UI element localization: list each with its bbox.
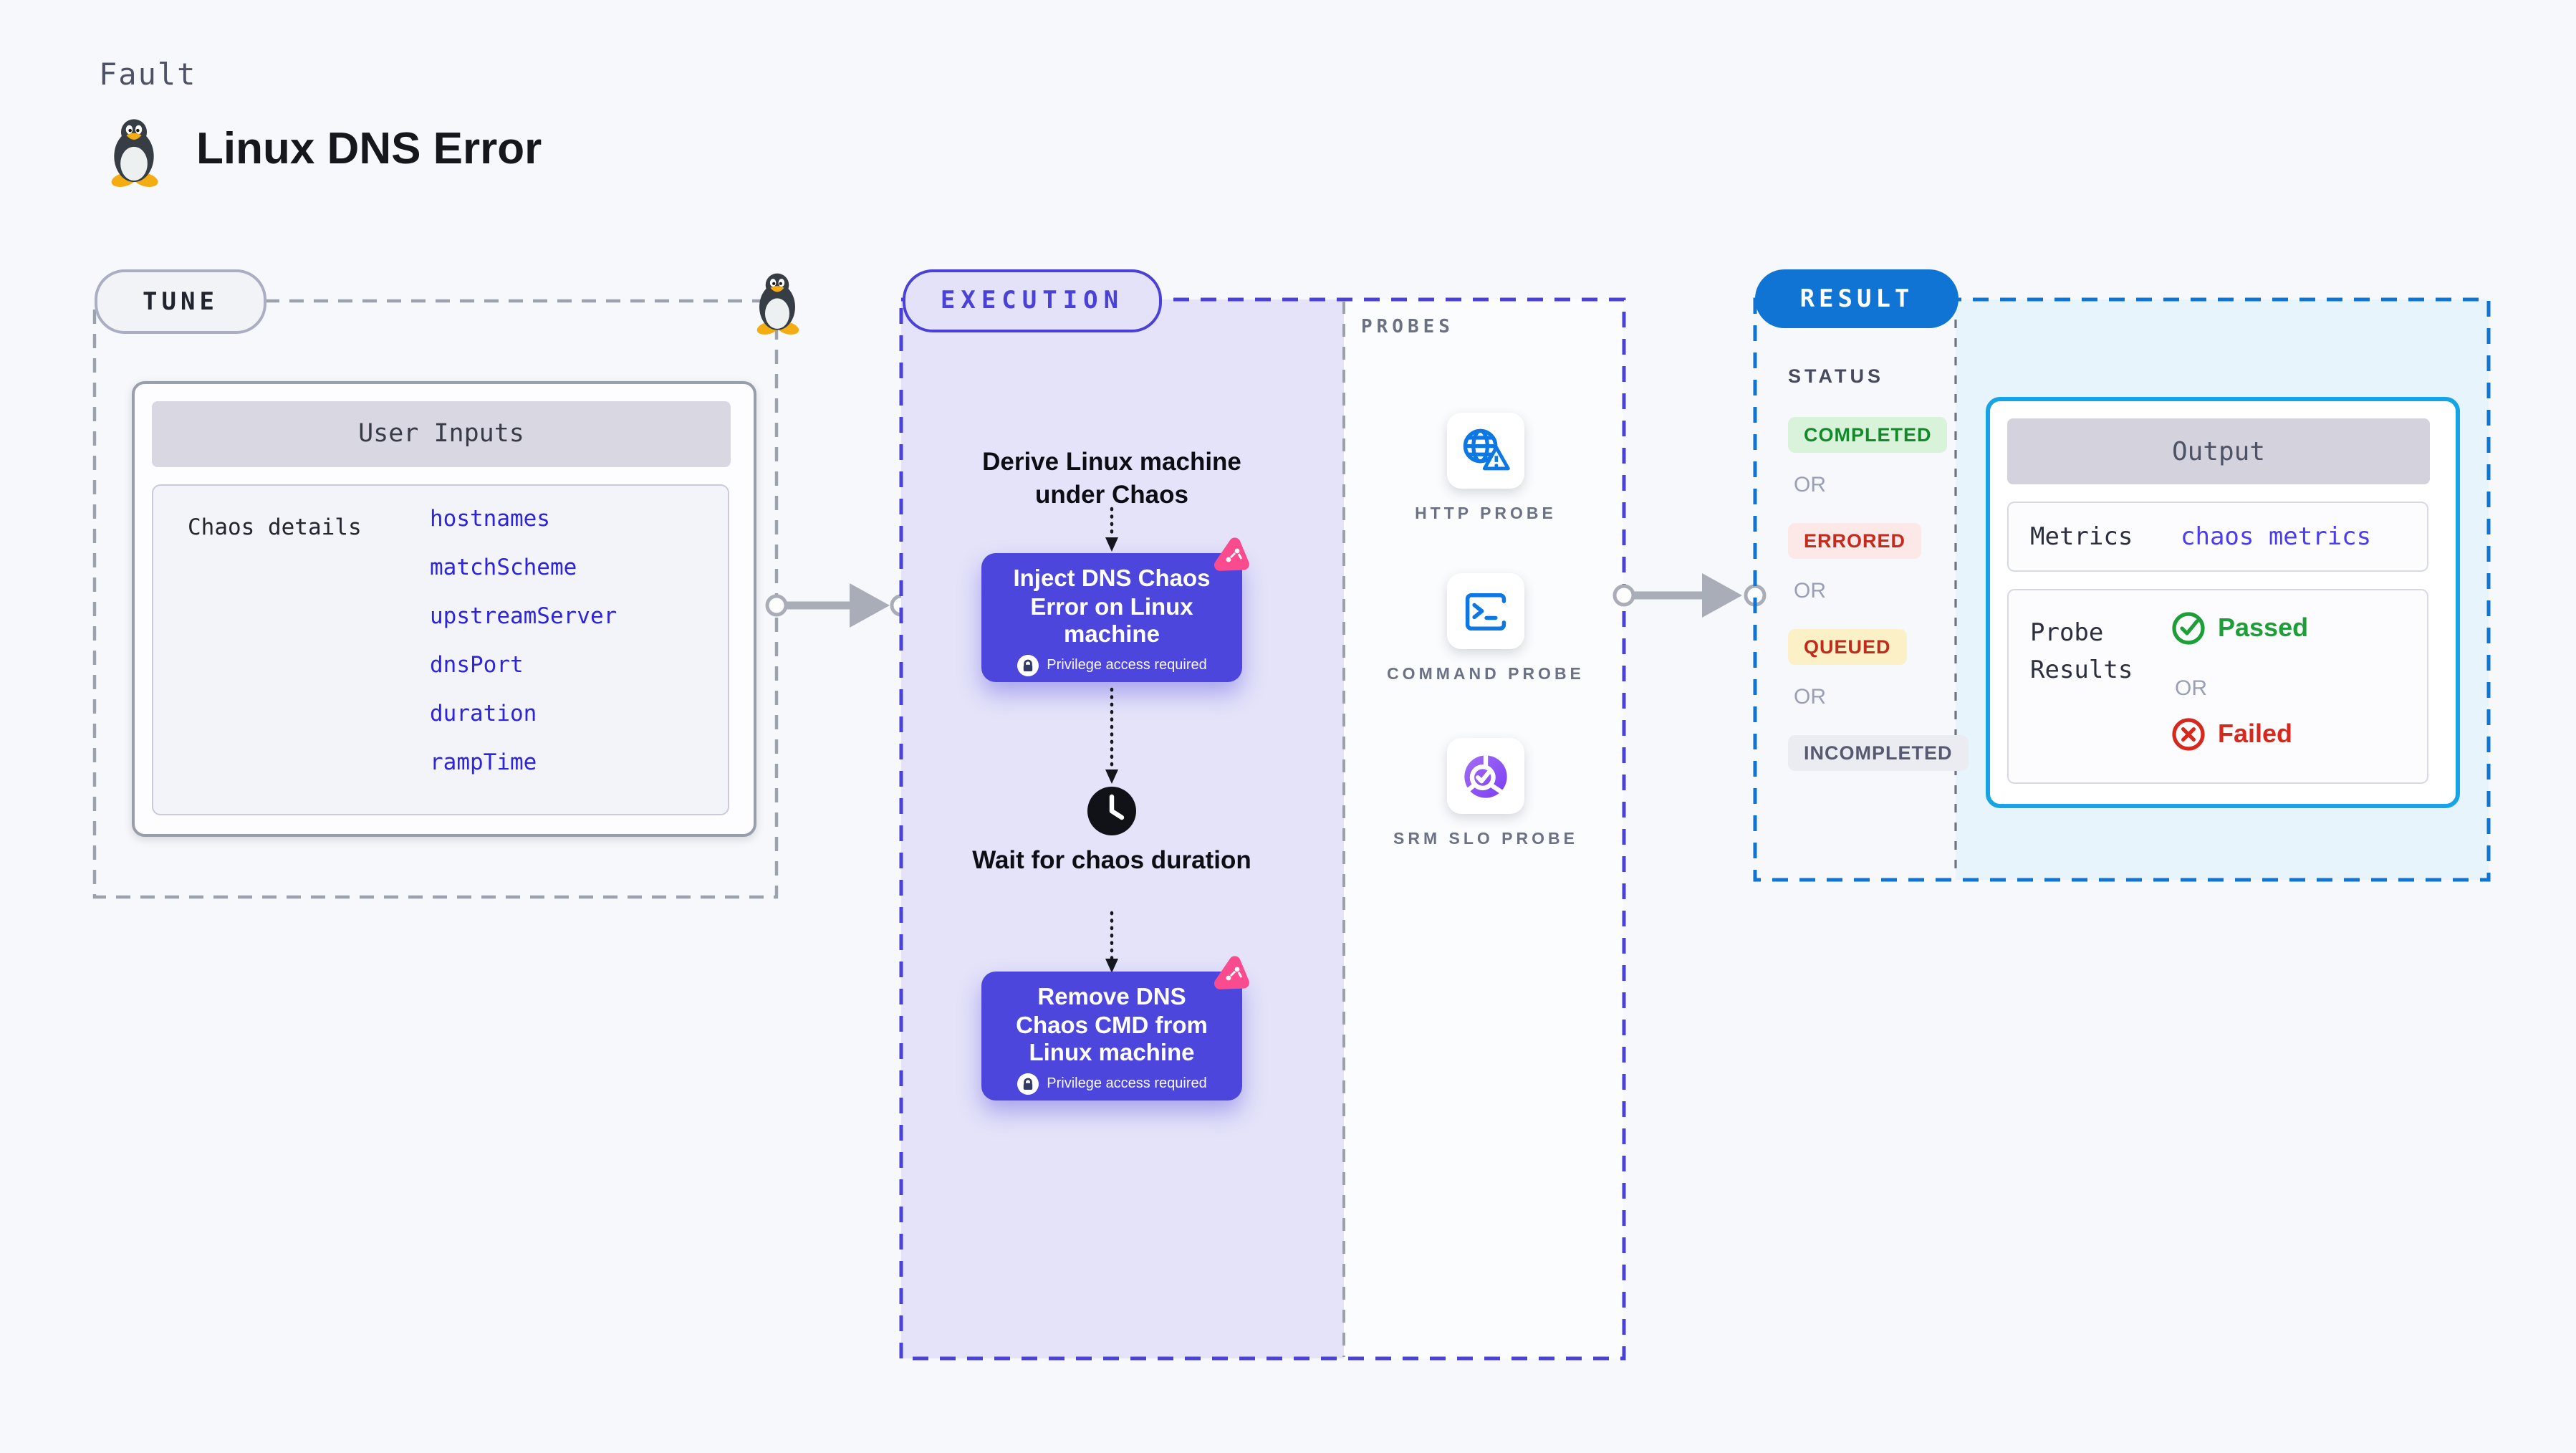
page-title: Linux DNS Error [196,123,542,173]
srm-slo-probe-card[interactable] [1447,738,1524,814]
param-link-duration[interactable]: duration [430,701,537,726]
privilege-note: Privilege access required [1047,1075,1207,1091]
inject-node-title: Inject DNS Chaos Error on Linux machine [1013,566,1211,648]
status-badge-queued: QUEUED [1788,629,1907,665]
privilege-note: Privilege access required [1047,657,1207,673]
srm-slo-probe-label: SRM SLO PROBE [1393,831,1578,848]
status-badge-incompleted: INCOMPLETED [1788,735,1969,771]
status-list: COMPLETED OR ERRORED OR QUEUED OR INCOMP… [1788,417,1969,771]
or-separator: OR [1794,579,1826,603]
remove-node-title: Remove DNS Chaos CMD from Linux machine [1016,984,1208,1066]
output-header: Output [2007,418,2430,484]
dotted-connector-2 [1105,687,1118,784]
fault-param-list: hostnames matchScheme upstreamServer dns… [430,504,617,778]
http-probe-label: HTTP PROBE [1415,506,1557,523]
probe-results-label: Probe Results [2030,619,2133,685]
result-dashed-border [1753,297,2491,882]
lock-icon [1015,653,1039,677]
param-link-matchscheme[interactable]: matchScheme [430,555,577,580]
globe-warning-icon [1463,428,1510,470]
or-separator: OR [2175,676,2207,701]
execution-dashed-border [899,297,1626,1361]
probe-item-http: HTTP PROBE [1383,413,1589,526]
command-probe-label: COMMAND PROBE [1387,666,1585,684]
user-inputs-header: User Inputs [152,401,731,467]
metrics-value-link[interactable]: chaos metrics [2181,522,2372,551]
probes-title: PROBES [1361,317,1454,338]
wait-duration-step: Wait for chaos duration [972,845,1251,874]
or-separator: OR [1794,685,1826,709]
terminal-icon [1465,592,1506,630]
output-card: Output Metrics chaos metrics Probe Resul… [1986,397,2460,808]
or-separator: OR [1794,473,1826,497]
tune-section-pill: TUNE [95,269,266,334]
chaos-details-label: Chaos details [188,514,362,540]
param-link-dnsport[interactable]: dnsPort [430,652,524,678]
tux-penguin-small-icon [755,273,801,337]
dotted-connector-3 [1105,911,1118,973]
status-badge-errored: ERRORED [1788,523,1922,559]
probe-result-failed: Failed [2172,718,2292,751]
chaos-pink-badge-icon [1209,533,1255,579]
probe-item-srm-slo: SRM SLO PROBE [1383,738,1589,851]
x-circle-icon [2172,718,2205,751]
arrow-tune-to-execution [765,583,913,628]
result-section-pill: RESULT [1755,269,1959,328]
probe-item-command: COMMAND PROBE [1383,573,1589,686]
metrics-label: Metrics [2030,522,2133,551]
probe-results-row: Probe Results Passed OR Failed [2007,589,2428,784]
inject-dns-chaos-node[interactable]: Inject DNS Chaos Error on Linux machine … [981,553,1242,682]
execution-section-pill: EXECUTION [903,269,1162,332]
wait-clock-icon [1087,787,1136,835]
check-circle-icon [2172,612,2205,645]
status-title: STATUS [1788,365,1884,387]
lock-icon [1015,1071,1039,1095]
fault-kicker: Fault [99,57,197,92]
http-probe-card[interactable] [1447,413,1524,489]
dotted-connector-1 [1105,507,1118,552]
arrow-probes-to-result [1613,573,1767,618]
failed-label: Failed [2218,719,2293,748]
user-inputs-card: User Inputs Chaos details hostnames matc… [132,381,756,837]
derive-machine-step: Derive Linux machine under Chaos [982,447,1241,508]
chaos-details-panel: Chaos details hostnames matchScheme upst… [152,484,729,815]
slo-pie-check-icon [1464,754,1507,797]
param-link-upstreamserver[interactable]: upstreamServer [430,603,617,629]
metrics-row: Metrics chaos metrics [2007,502,2428,572]
passed-label: Passed [2218,613,2309,642]
tux-penguin-icon [110,119,160,190]
param-link-hostnames[interactable]: hostnames [430,506,550,532]
chaos-pink-badge-icon [1209,951,1255,997]
param-link-ramptime[interactable]: rampTime [430,749,537,775]
probe-result-passed: Passed [2172,612,2308,645]
status-badge-completed: COMPLETED [1788,417,1948,453]
remove-dns-chaos-node[interactable]: Remove DNS Chaos CMD from Linux machine … [981,972,1242,1100]
command-probe-card[interactable] [1447,573,1524,649]
